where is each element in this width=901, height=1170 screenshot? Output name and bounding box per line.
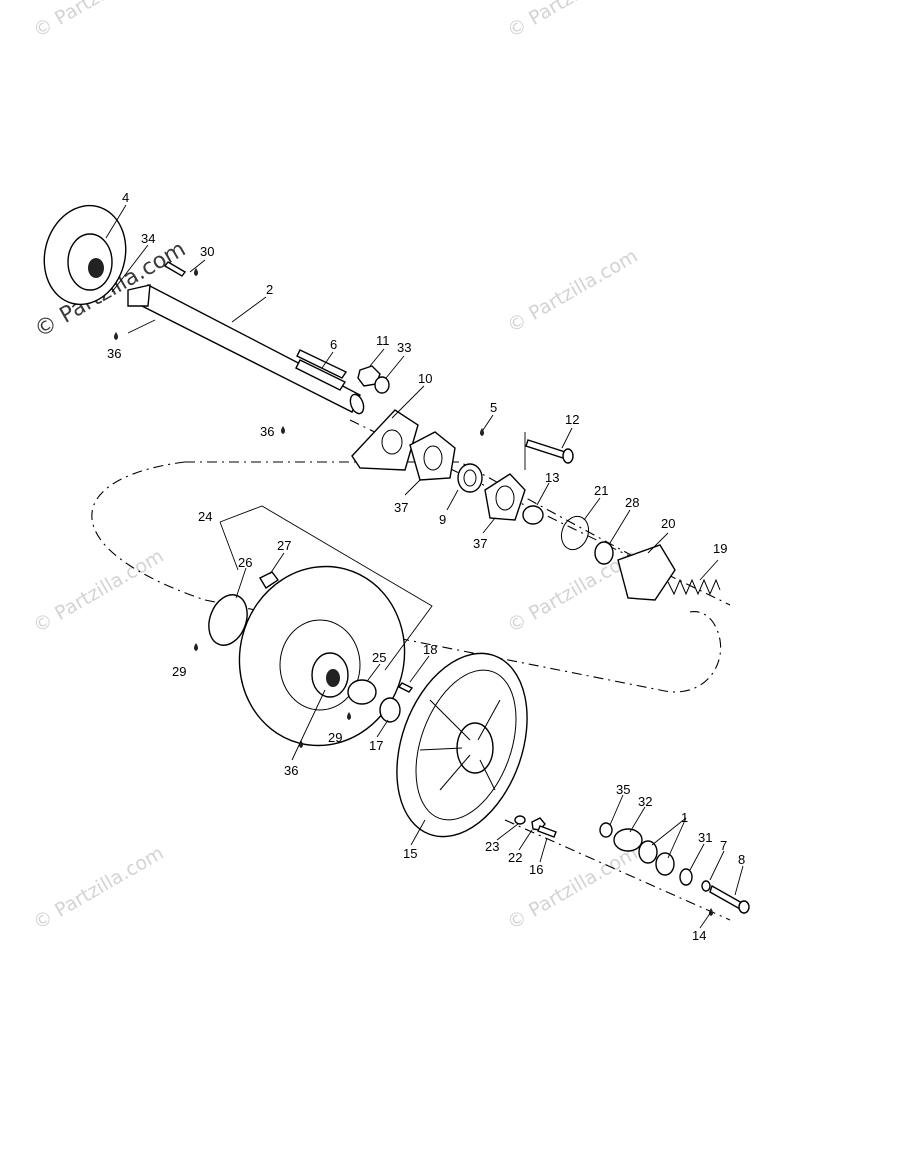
- part-washer-35: [599, 822, 613, 838]
- label-part-15: 15: [403, 846, 417, 861]
- label-part-36: 36: [107, 346, 121, 361]
- part-washer-7: [701, 880, 711, 892]
- label-part-22: 22: [508, 850, 522, 865]
- watermark: © Partzilla.com: [30, 0, 168, 42]
- label-part-30: 30: [200, 244, 214, 259]
- watermark: © Partzilla.com: [504, 842, 642, 934]
- part-bolt: [525, 439, 566, 459]
- label-part-19: 19: [713, 541, 727, 556]
- label-part-23: 23: [485, 839, 499, 854]
- label-part-34: 34: [141, 231, 155, 246]
- label-part-31: 31: [698, 830, 712, 845]
- label-part-7: 7: [720, 838, 727, 853]
- drop-icon: [194, 268, 198, 276]
- drop-icon: [347, 712, 351, 720]
- label-part-16: 16: [529, 862, 543, 877]
- label-part-1: 1: [681, 810, 688, 825]
- part-labels: 4 34 30 2 6 11 33 10 5 12 36 36 37 9 37 …: [107, 190, 745, 943]
- watermark: © Partzilla.com: [504, 0, 642, 42]
- watermark: © Partzilla.com: [30, 842, 168, 934]
- label-part-25: 25: [372, 650, 386, 665]
- label-part-24: 24: [198, 509, 212, 524]
- label-part-29: 29: [328, 730, 342, 745]
- label-part-2: 2: [266, 282, 273, 297]
- label-part-10: 10: [418, 371, 432, 386]
- label-part-27: 27: [277, 538, 291, 553]
- label-part-17: 17: [369, 738, 383, 753]
- label-part-4: 4: [122, 190, 129, 205]
- part-slider-block: [259, 571, 280, 589]
- drop-icon: [114, 332, 118, 340]
- drop-icons: [114, 268, 713, 916]
- label-part-14: 14: [692, 928, 706, 943]
- part-ring-1a: [638, 840, 658, 864]
- label-part-32: 32: [638, 794, 652, 809]
- part-fixed-sheave: [43, 204, 127, 306]
- part-bushing-25: [347, 679, 377, 705]
- label-part-26: 26: [238, 555, 252, 570]
- part-pin: [163, 261, 187, 277]
- part-ring-1b: [655, 852, 675, 876]
- drop-icon: [194, 643, 198, 651]
- part-bolt-8: [709, 884, 743, 911]
- part-movable-sheave: [238, 565, 406, 747]
- watermark: © Partzilla.com: [504, 245, 642, 337]
- part-washer-large: [594, 541, 614, 565]
- part-bearing: [457, 463, 483, 493]
- part-washer-17: [379, 697, 401, 723]
- label-part-35: 35: [616, 782, 630, 797]
- label-part-37: 37: [473, 536, 487, 551]
- axis-line-lower: [504, 819, 731, 921]
- part-flange: [484, 473, 526, 521]
- label-part-33: 33: [397, 340, 411, 355]
- leader-lines: [105, 204, 744, 929]
- label-part-36: 36: [260, 424, 274, 439]
- label-part-5: 5: [490, 400, 497, 415]
- part-bushing: [522, 505, 544, 525]
- part-spacer-32: [613, 828, 643, 852]
- label-part-18: 18: [423, 642, 437, 657]
- part-screw-16: [537, 825, 557, 838]
- part-washer-23: [514, 815, 526, 825]
- belt-outline: [91, 461, 722, 693]
- label-part-37: 37: [394, 500, 408, 515]
- label-part-11: 11: [376, 333, 390, 348]
- label-part-12: 12: [565, 412, 579, 427]
- part-flange: [409, 431, 456, 481]
- label-part-29: 29: [172, 664, 186, 679]
- part-spring: [667, 578, 721, 596]
- part-bearing-plate: [351, 409, 419, 471]
- label-part-36: 36: [284, 763, 298, 778]
- label-part-6: 6: [330, 337, 337, 352]
- part-retaining-ring: [560, 515, 590, 551]
- part-washer-31: [679, 868, 693, 886]
- part-pin-18: [397, 682, 414, 693]
- part-key: [296, 349, 348, 379]
- label-part-28: 28: [625, 495, 639, 510]
- label-part-13: 13: [545, 470, 559, 485]
- part-shaft: [127, 284, 365, 415]
- label-part-20: 20: [661, 516, 675, 531]
- drop-icon: [281, 426, 285, 434]
- watermark: © Partzilla.com: [30, 545, 168, 637]
- watermarks: © Partzilla.com © Partzilla.com © Partzi…: [30, 0, 642, 934]
- label-part-8: 8: [738, 852, 745, 867]
- part-spider-sheave: [396, 652, 528, 838]
- label-part-9: 9: [439, 512, 446, 527]
- part-washer: [374, 376, 390, 394]
- label-part-21: 21: [594, 483, 608, 498]
